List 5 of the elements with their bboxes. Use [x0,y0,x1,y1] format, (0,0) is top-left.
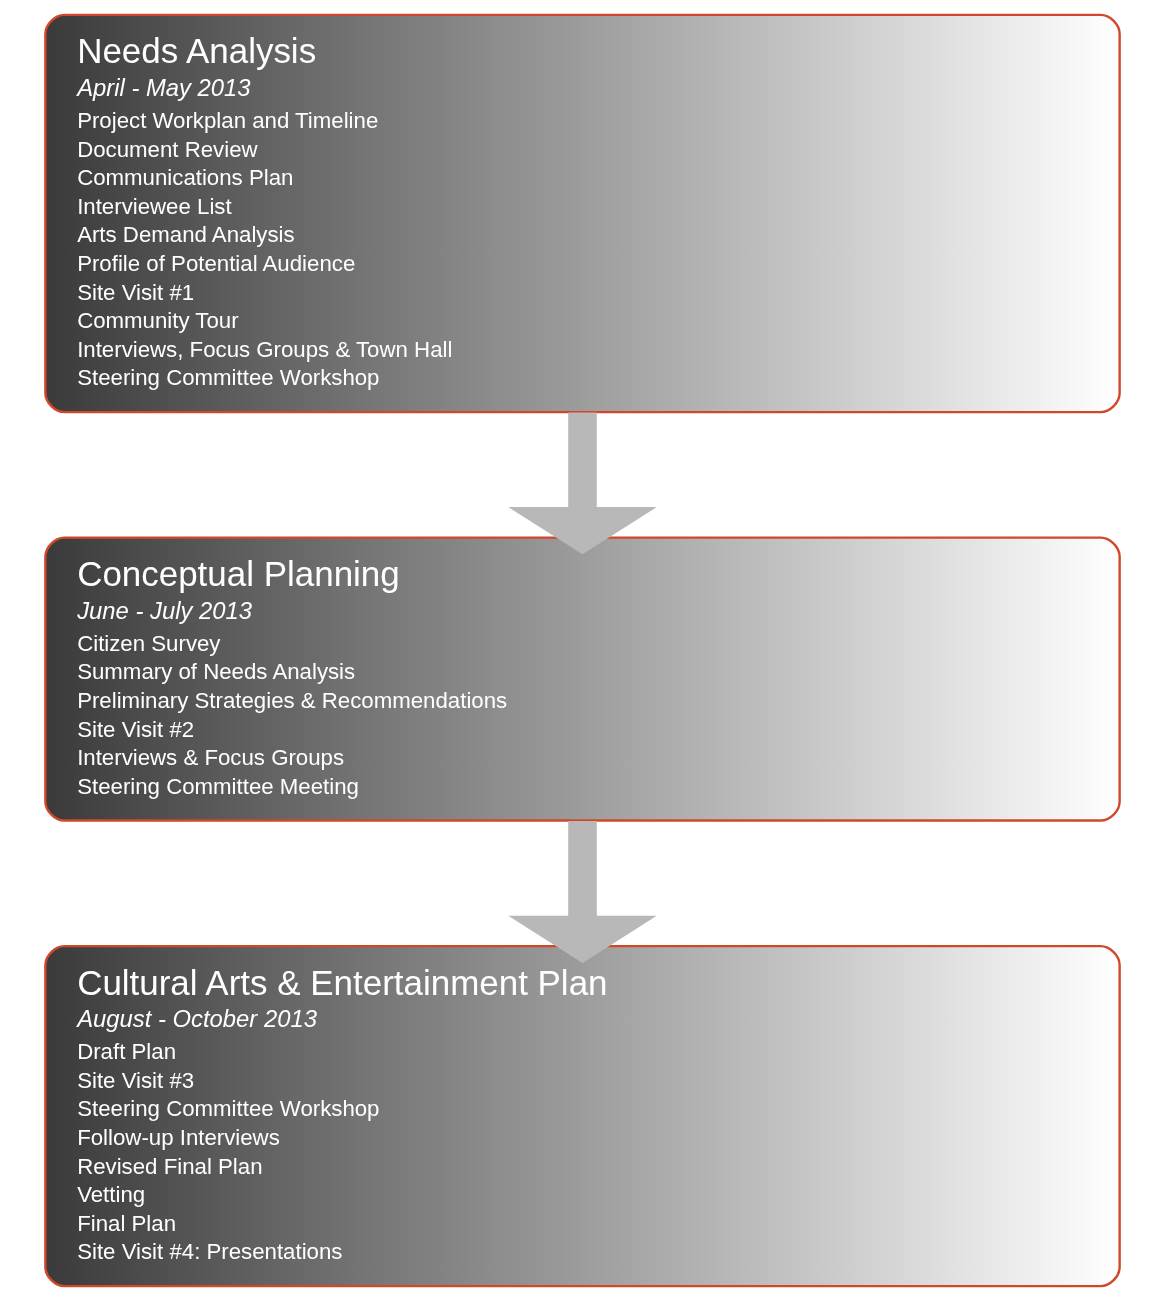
node-box: Conceptual Planning June - July 2013 Citizen Survey Summary of Needs Analysis Preliminary Strategies & Recommendations Site Visit #2 Interviews & Focus Groups Steering Committee Meeting [44,536,1121,822]
arrow [508,820,657,963]
node-box: Cultural Arts & Entertainment Plan August - October 2013 Draft Plan Site Visit #3 Steering Committee Workshop Follow-up Interviews Revised Final Plan Vetting Final Plan Site Visit #4: Presentations [44,944,1121,1288]
arrow [508,412,657,555]
node-box: Needs Analysis April - May 2013 Project Workplan and Timeline Document Review Communications Plan Interviewee List Arts Demand Analysis Profile of Potential Audience Site Visit #1 Community Tour Interviews, Focus Groups & Town Hall Steering Committee Workshop [44,13,1121,414]
